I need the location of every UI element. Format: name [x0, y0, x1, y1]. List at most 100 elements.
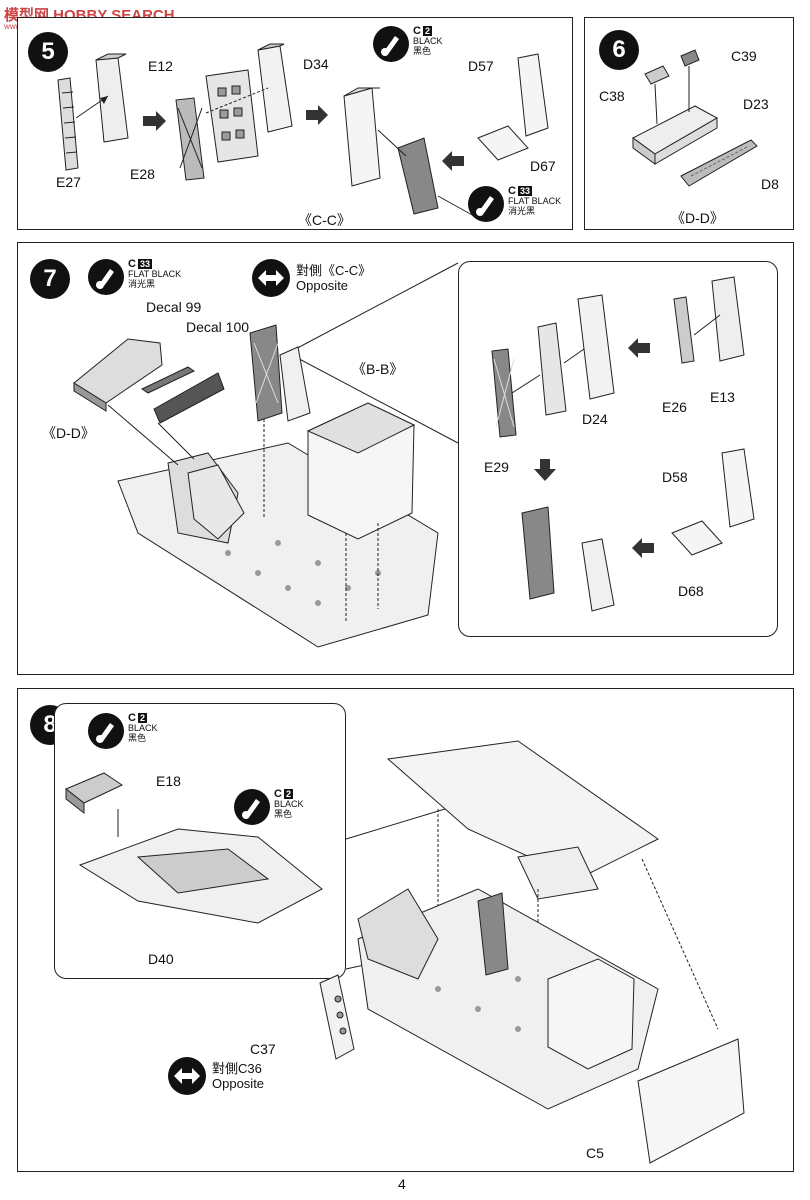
step8-panel: 8 — [17, 688, 794, 1172]
paint-number: 33 — [137, 259, 152, 269]
paintbrush-icon — [373, 26, 409, 62]
label-e29: E29 — [484, 459, 509, 475]
view-label-bb: 《B-B》 — [352, 361, 404, 377]
part-e18-icon — [65, 772, 124, 815]
label-e26: E26 — [662, 399, 687, 415]
paint-name-cn: 黑色 — [274, 809, 293, 819]
label-decal-99: Decal 99 — [146, 299, 202, 315]
part-d24-icon — [577, 294, 615, 400]
label-c37: C37 — [250, 1041, 276, 1057]
part-assembled-icon — [343, 87, 381, 187]
part-d23-icon — [632, 105, 719, 165]
paint-code: C — [274, 788, 282, 800]
opposite-callout: 對側C36 Opposite — [168, 1057, 264, 1095]
label-d23: D23 — [743, 96, 769, 112]
part-d34-icon — [257, 43, 293, 133]
part-box-icon — [521, 506, 555, 600]
label-d57: D57 — [468, 58, 494, 74]
paintbrush-icon — [88, 259, 124, 295]
label-d67: D67 — [530, 158, 556, 174]
label-d24: D24 — [582, 411, 608, 427]
step8-drawing — [65, 740, 745, 1164]
part-d58-icon — [671, 448, 755, 556]
step-arrow-icon — [143, 111, 166, 131]
part-c5-icon — [637, 1038, 745, 1164]
view-label-dd: 《D-D》 — [42, 425, 95, 441]
label-decal-100: Decal 100 — [186, 319, 250, 335]
label-e28: E28 — [130, 166, 155, 182]
part-e26-icon — [673, 296, 695, 364]
view-label-cc: 《C-C》 — [298, 212, 351, 228]
paint-name: BLACK — [128, 723, 158, 733]
label-d58: D58 — [662, 469, 688, 485]
paint-name-cn: 消光黑 — [128, 279, 156, 289]
part-e28-icon — [175, 97, 205, 181]
part-seat-black-icon — [397, 137, 439, 215]
paint-name: BLACK — [413, 36, 443, 46]
decal-100-icon — [153, 372, 225, 424]
paint-number: 2 — [422, 26, 432, 36]
label-e18: E18 — [156, 773, 181, 789]
label-e13: E13 — [710, 389, 735, 405]
label-d34: D34 — [303, 56, 329, 72]
part-middle-icon — [205, 69, 259, 163]
label-e27: E27 — [56, 174, 81, 190]
opposite-en: Opposite — [296, 278, 349, 293]
opposite-en: Opposite — [212, 1076, 265, 1091]
step7-panel: 7 — [17, 242, 794, 675]
label-c38: C38 — [599, 88, 625, 104]
paint-code: C — [128, 258, 136, 270]
step-arrow-icon — [306, 105, 328, 125]
part-cockpit-icon — [167, 452, 245, 544]
paintbrush-icon — [88, 713, 124, 749]
label-c5: C5 — [586, 1145, 604, 1161]
paint-number: 2 — [283, 789, 293, 799]
paintbrush-icon — [234, 789, 270, 825]
step-arrow-icon — [534, 459, 556, 481]
part-bb-box-icon — [306, 402, 416, 540]
part-e12-icon — [95, 53, 129, 143]
paint-name: BLACK — [274, 799, 304, 809]
label-d40: D40 — [148, 951, 174, 967]
part-c37-icon — [319, 974, 355, 1060]
paint-number: 2 — [137, 713, 147, 723]
paint-name: FLAT BLACK — [508, 196, 562, 206]
step6-number-badge: 6 — [599, 30, 639, 70]
view-label-dd: 《D-D》 — [671, 210, 724, 226]
step6-panel: 6 C39 C38 D23 D8 《D-D》 — [584, 17, 794, 230]
paint-code: C — [508, 185, 516, 197]
double-arrow-icon — [168, 1057, 206, 1095]
double-arrow-icon — [252, 259, 290, 297]
opposite-cn: 對側《C-C》 — [296, 263, 372, 278]
step5-panel: 5 — [17, 17, 573, 230]
label-d68: D68 — [678, 583, 704, 599]
part-c39-icon — [680, 49, 700, 67]
step-arrow-icon — [442, 151, 464, 171]
opposite-cn: 對側C36 — [212, 1061, 262, 1076]
part-d8-icon — [680, 139, 758, 187]
paint-name-cn: 黑色 — [128, 733, 147, 743]
part-d40-icon — [78, 828, 323, 924]
part-e27-icon — [57, 77, 79, 171]
paint-code: C — [128, 712, 136, 724]
part-upper-cover-icon — [386, 740, 659, 900]
paint-number: 33 — [517, 186, 532, 196]
part-e13-icon — [711, 276, 745, 362]
label-e12: E12 — [148, 58, 173, 74]
step7-number-badge: 7 — [30, 259, 70, 299]
part-c38-icon — [644, 65, 670, 85]
decal-99-icon — [140, 366, 196, 394]
step5-drawing — [57, 43, 549, 217]
paint-name-cn: 消光黑 — [508, 206, 536, 216]
opposite-callout: 對側《C-C》 Opposite — [252, 259, 371, 297]
step5-number-badge: 5 — [28, 32, 68, 72]
step6-drawing — [632, 49, 758, 187]
part-dd-assembly-icon — [73, 338, 163, 412]
label-d8: D8 — [761, 176, 779, 192]
page-number: 4 — [398, 1176, 406, 1192]
part-e29-icon — [491, 348, 517, 438]
